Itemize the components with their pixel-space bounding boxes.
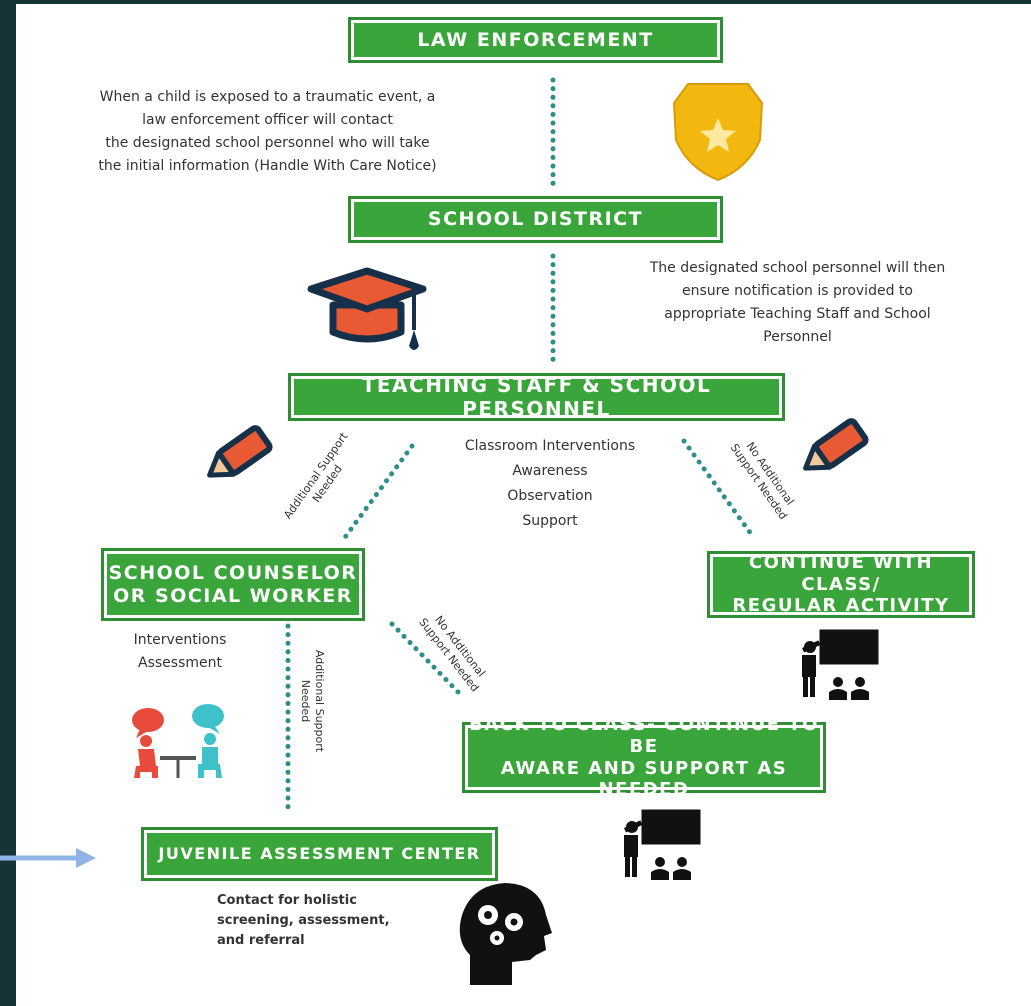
pencil-icon (803, 418, 869, 471)
box-school-district: SCHOOL DISTRICT (348, 196, 723, 243)
juvenile-contact-description: Contact for holistic screening, assessme… (217, 893, 390, 948)
head-gears-icon (459, 883, 552, 985)
pencil-icon (207, 425, 273, 478)
box-school-counselor: SCHOOL COUNSELOR OR SOCIAL WORKER (101, 548, 365, 621)
graduation-cap-icon (307, 267, 427, 350)
connector-counselor-to-back (389, 621, 463, 697)
classroom-interventions-list: Classroom Interventions Awareness Observ… (464, 438, 636, 529)
teacher-class-icon (801, 629, 879, 700)
interventions-assessment-list: Interventions Assessment (133, 632, 227, 671)
school-district-description: The designated school personnel will the… (649, 260, 946, 345)
law-enforcement-description: When a child is exposed to a traumatic e… (98, 89, 437, 174)
box-law-enforcement: LAW ENFORCEMENT (348, 17, 723, 63)
box-teaching-staff: TEACHING STAFF & SCHOOL PERSONNEL (288, 373, 785, 421)
police-badge-icon (672, 83, 764, 182)
counseling-conversation-icon (132, 704, 224, 778)
connector-teaching-to-counselor (340, 443, 415, 543)
box-juvenile-assessment: JUVENILE ASSESSMENT CENTER (141, 827, 498, 881)
box-back-to-class: BACK TO CLASS- CONTINUE TO BE AWARE AND … (462, 714, 826, 800)
teacher-class-icon (623, 809, 701, 880)
box-continue-class: CONTINUE WITH CLASS/ REGULAR ACTIVITY (707, 551, 975, 618)
pointer-arrow-icon (0, 848, 96, 868)
connector-teaching-to-continue (681, 438, 757, 541)
edge-label-additional-support: Additional Support Needed (299, 649, 326, 753)
